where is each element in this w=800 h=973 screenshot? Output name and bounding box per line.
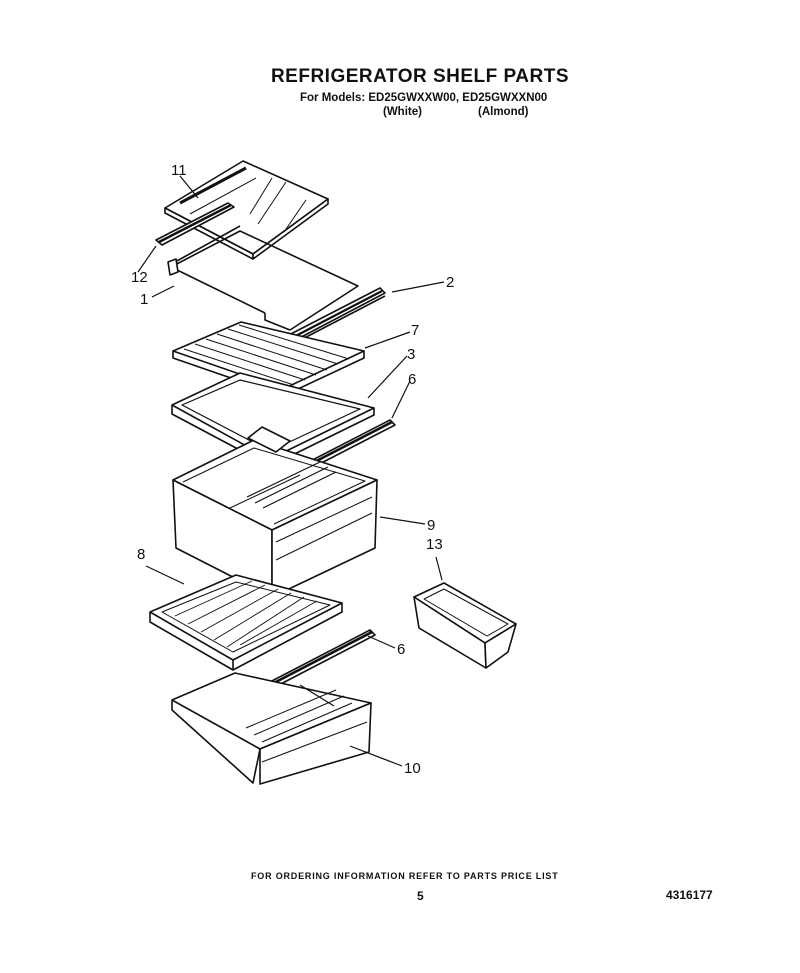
ordering-note: FOR ORDERING INFORMATION REFER TO PARTS …: [251, 871, 559, 881]
color-almond-label: (Almond): [478, 106, 529, 118]
part-7-cover-insert: [172, 321, 365, 397]
callout-8: 8: [137, 546, 145, 563]
callout-6-lower: 6: [397, 641, 405, 658]
part-6-lower-rail: [267, 629, 376, 689]
callout-13: 13: [426, 536, 443, 553]
callout-2: 2: [446, 274, 454, 291]
part-11-glass-shelf: [164, 160, 329, 260]
part-1-shelf-frame: [167, 225, 359, 331]
callout-10: 10: [404, 760, 421, 777]
leader-lines: [137, 175, 445, 767]
callout-6-upper: 6: [408, 371, 416, 388]
callout-7: 7: [411, 322, 419, 339]
part-10-lower-drawer: [171, 672, 372, 785]
part-8-lower-cover: [149, 574, 343, 671]
callout-11: 11: [171, 162, 187, 179]
page-number: 5: [417, 889, 424, 903]
part-number: 4316177: [666, 888, 713, 902]
part-12-trim: [155, 202, 235, 246]
callout-12: 12: [131, 269, 148, 286]
callout-9: 9: [427, 517, 435, 534]
callout-1: 1: [140, 291, 148, 308]
color-white-label: (White): [383, 106, 422, 118]
part-3-cover-frame: [171, 372, 375, 467]
part-13-small-bin: [413, 582, 517, 669]
model-numbers: For Models: ED25GWXXW00, ED25GWXXN00: [300, 92, 548, 104]
part-9-crisper-drawer: [172, 426, 378, 598]
page-title: REFRIGERATOR SHELF PARTS: [270, 66, 570, 87]
callout-3: 3: [407, 346, 415, 363]
